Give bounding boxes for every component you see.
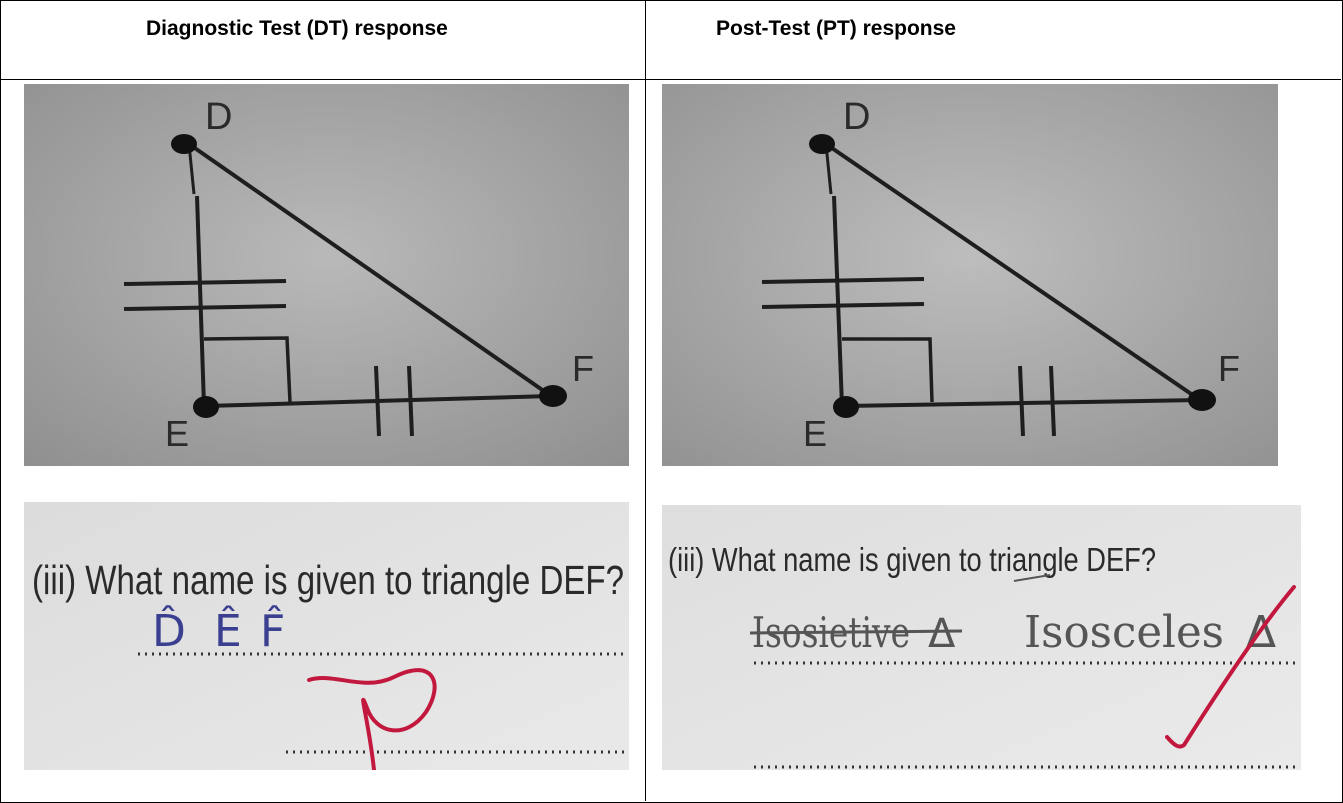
- pt-triangle-photo: D E F: [662, 84, 1278, 466]
- pt-answer-photo: (iii) What name is given to triangle DEF…: [662, 505, 1301, 770]
- answer-mark-e: Ê: [214, 604, 242, 657]
- strike-through-line: [749, 629, 963, 635]
- triangle-symbol-1: Δ: [928, 611, 956, 657]
- vertex-label-d: D: [205, 96, 232, 138]
- question-text: (iii) What name is given to triangle DEF…: [32, 557, 624, 603]
- final-answer-word: Isosceles: [1024, 607, 1224, 658]
- pt-student-answer: Isosietive Δ Isosceles Δ: [749, 607, 1276, 658]
- dt-student-answer: D̂ Ê F̂: [152, 604, 285, 657]
- vertex-label-e: E: [165, 413, 189, 454]
- check-mark-icon: [1165, 585, 1296, 749]
- dt-triangle-photo: D E F: [24, 84, 629, 466]
- pt-column-header: Post-Test (PT) response: [716, 17, 956, 40]
- dt-answer-photo: (iii) What name is given to triangle DEF…: [24, 502, 629, 770]
- vertex-label-f: F: [1218, 348, 1240, 389]
- question-text: (iii) What name is given to triangle DEF…: [668, 541, 1156, 578]
- dt-column-header: Diagnostic Test (DT) response: [146, 17, 448, 40]
- vertex-label-f: F: [572, 348, 594, 389]
- answer-mark-d: D̂: [152, 604, 186, 657]
- answer-mark-f: F̂: [260, 604, 285, 657]
- header-divider: [0, 79, 1341, 80]
- vertex-label-d: D: [843, 96, 870, 138]
- vertex-label-e: E: [803, 413, 827, 454]
- column-divider: [645, 0, 646, 801]
- wrong-mark-icon: [307, 668, 437, 770]
